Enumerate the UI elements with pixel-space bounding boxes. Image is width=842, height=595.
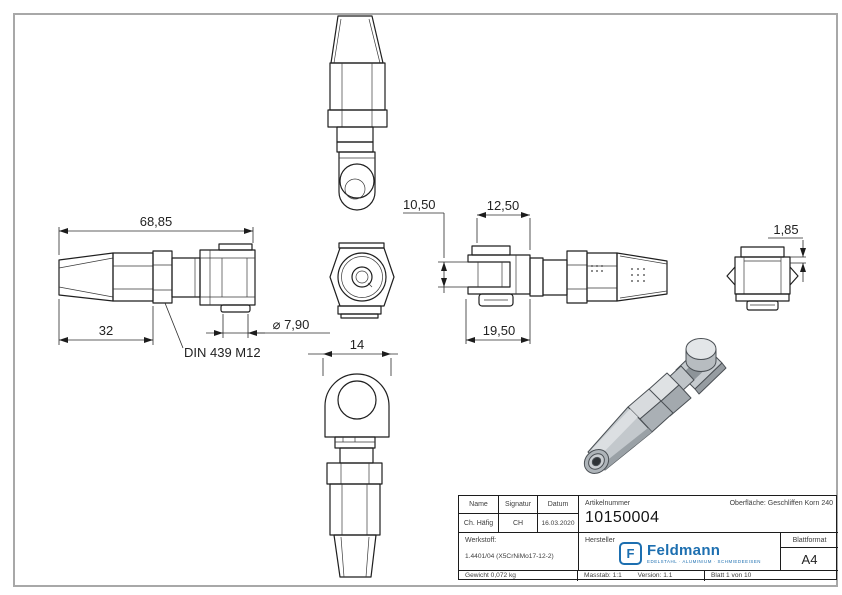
name-value: Ch. Häfig (459, 514, 499, 533)
feldmann-logo-icon: F (619, 542, 642, 565)
manufacturer-label: Hersteller (585, 537, 615, 544)
surface-value: Geschliffen Korn 240 (767, 500, 833, 507)
feldmann-logo-name: Feldmann (647, 542, 721, 559)
article-number: 10150004 (585, 509, 660, 526)
date-label: Datum (538, 496, 579, 514)
material-label: Werkstoff: (465, 537, 497, 544)
dim-plate-thickness-label: 1,85 (773, 222, 798, 237)
dim-swage-length-label: 32 (99, 323, 113, 338)
marking-dots-hex (591, 265, 603, 272)
dim-total-length: 68,85 (58, 214, 254, 255)
view-side-right (467, 245, 668, 307)
format-value: A4 (781, 548, 838, 571)
dim-plate-thickness: 1,85 (768, 222, 806, 282)
view-fork-end (726, 246, 799, 311)
material-cell: Werkstoff: 1.4401/04 (X5CrNiMo17-12-2) (459, 533, 579, 571)
view-bottom-vertical (324, 373, 390, 578)
scale-cell: Masstab: 1:1 Version: 1.1 (578, 571, 705, 581)
view-top-vertical (327, 15, 388, 211)
view-isometric (583, 338, 727, 474)
dim-fork-depth-label: 19,50 (483, 323, 516, 338)
dim-fork-depth: 19,50 (465, 299, 531, 344)
article-cell: Artikelnummer Oberfläche: Geschliffen Ko… (579, 496, 838, 533)
dim-thread-note: DIN 439 M12 (164, 302, 261, 360)
manufacturer-cell: Hersteller F Feldmann EDELSTAHL · ALUMIN… (579, 533, 781, 571)
title-block: Name Signatur Datum Ch. Häfig CH 16.03.2… (458, 495, 838, 581)
signature-value: CH (499, 514, 538, 533)
thread-note-label: DIN 439 M12 (184, 345, 261, 360)
dim-jaw-gap-label: 10,50 (403, 197, 436, 212)
surface-label: Oberfläche: (729, 500, 766, 507)
dim-eye-width-label: 12,50 (487, 198, 520, 213)
material-value: 1.4401/04 (X5CrNiMo17-12-2) (465, 553, 554, 560)
dim-hole-diameter-label: ⌀ 7,90 (273, 317, 310, 332)
sheet-frame (13, 13, 838, 587)
sheet-number-text: Blatt 1 von 10 (711, 572, 752, 579)
dim-swage-length: 32 (58, 299, 154, 345)
feldmann-logo: F Feldmann EDELSTAHL · ALUMINIUM · SCHMI… (619, 542, 761, 565)
version-text: Version: 1.1 (637, 572, 673, 579)
name-label: Name (459, 496, 499, 514)
format-label: Blattformat (781, 533, 838, 548)
dim-hole-diameter: ⌀ 7,90 (206, 314, 330, 338)
signature-label: Signatur (499, 496, 538, 514)
dim-jaw-gap: 10,50 (403, 197, 470, 293)
weight-text: Gewicht 0,072 kg (459, 571, 578, 581)
view-axial (329, 242, 395, 319)
scale-text: Masstab: 1:1 (584, 572, 622, 579)
dim-total-length-label: 68,85 (140, 214, 173, 229)
marking-dots-cone (631, 268, 645, 282)
dim-eye-width: 12,50 (476, 198, 531, 250)
view-side-left (58, 243, 256, 313)
feldmann-logo-subtitle: EDELSTAHL · ALUMINIUM · SCHMIEDEEISEN (647, 559, 762, 564)
dim-fork-width: 14 (308, 337, 398, 376)
article-label: Artikelnummer (585, 500, 631, 507)
date-value: 16.03.2020 (538, 514, 579, 533)
dim-fork-width-label: 14 (350, 337, 364, 352)
surface-text: Oberfläche: Geschliffen Korn 240 (730, 500, 833, 507)
